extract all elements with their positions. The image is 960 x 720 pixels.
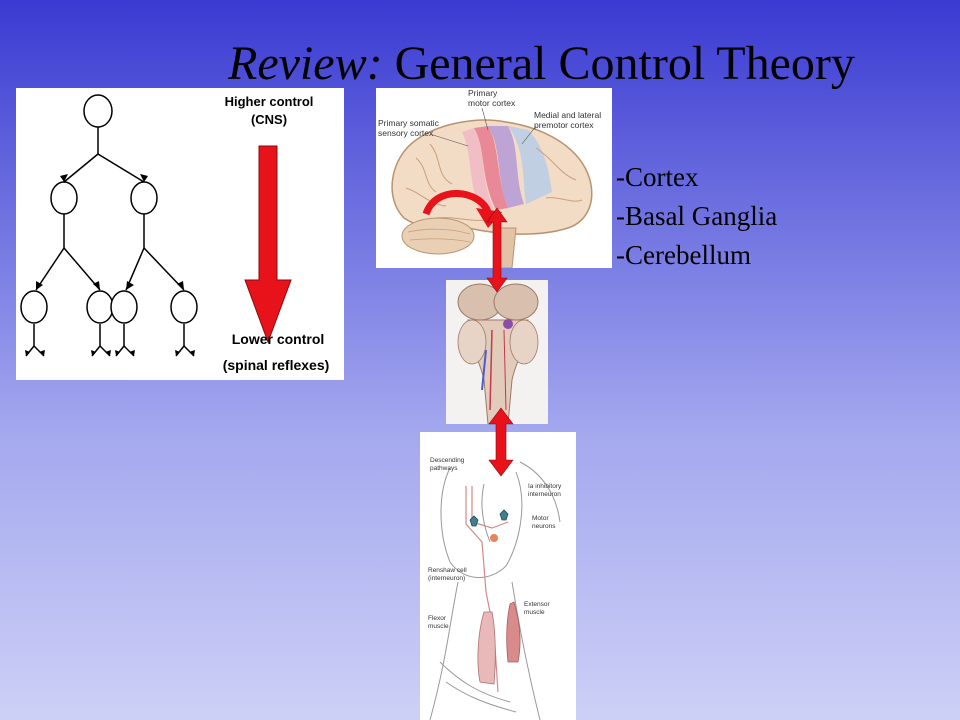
structure-list: -Cortex -Basal Ganglia -Cerebellum bbox=[616, 158, 777, 275]
brainstem-diagram bbox=[446, 280, 548, 424]
renshaw-label-1: Renshaw cell bbox=[428, 567, 467, 574]
motor-neurons-label-2: neurons bbox=[532, 523, 556, 530]
flexor-label-1: Flexor bbox=[428, 615, 447, 622]
motor-neuron-icon-2 bbox=[499, 509, 509, 521]
title-main: General Control Theory bbox=[394, 37, 855, 90]
double-arrow-icon-lower bbox=[488, 407, 514, 477]
flexor-label-2: muscle bbox=[428, 623, 449, 630]
motor-neuron-icon bbox=[469, 515, 479, 527]
tree-node-left bbox=[50, 181, 78, 215]
lower-control-label: Lower control bbox=[232, 331, 325, 347]
control-hierarchy-diagram: Higher control (CNS) Lower control (spin… bbox=[16, 88, 344, 380]
motor-neurons-label-1: Motor bbox=[532, 515, 549, 522]
double-arrow-icon-upper bbox=[486, 207, 508, 293]
descending-label-2: pathways bbox=[430, 465, 458, 472]
extensor-label-1: Extensor bbox=[524, 601, 550, 608]
sensory-cortex-label-1: Primary somatic bbox=[378, 118, 440, 128]
list-item-basal-ganglia: -Basal Ganglia bbox=[616, 201, 778, 231]
tree-leaf-4 bbox=[170, 290, 198, 324]
slide-title: Review: General Control Theory bbox=[228, 36, 948, 92]
tree-leaf-3 bbox=[110, 290, 138, 324]
renshaw-cell-icon bbox=[490, 534, 498, 542]
renshaw-label-2: (interneuron) bbox=[428, 575, 465, 582]
sensory-cortex-label-2: sensory cortex bbox=[378, 128, 434, 138]
descending-label-1: Descending bbox=[430, 457, 465, 464]
higher-control-label: Higher control bbox=[225, 94, 314, 109]
spinal-reflex-diagram: Descending pathways Ia inhibitory intern… bbox=[420, 432, 576, 720]
spinal-reflexes-label: (spinal reflexes) bbox=[223, 357, 330, 373]
premotor-cortex-label-2: premotor cortex bbox=[534, 120, 594, 130]
ia-label-1: Ia inhibitory bbox=[528, 483, 562, 490]
list-item-cortex: -Cortex bbox=[616, 162, 699, 192]
title-review: Review: bbox=[228, 37, 383, 90]
cns-label: (CNS) bbox=[251, 112, 287, 127]
motor-cortex-label-1: Primary bbox=[468, 88, 498, 98]
tree-leaf-1 bbox=[20, 290, 48, 324]
extensor-label-2: muscle bbox=[524, 609, 545, 616]
down-arrow-icon bbox=[244, 145, 292, 344]
premotor-cortex-label-1: Medial and lateral bbox=[534, 110, 601, 120]
tree-node-root bbox=[83, 94, 113, 128]
brain-cortex-diagram: Primary motor cortex Primary somatic sen… bbox=[376, 88, 612, 268]
motor-cortex-label-2: motor cortex bbox=[468, 98, 516, 108]
ia-label-2: interneuron bbox=[528, 491, 561, 498]
list-item-cerebellum: -Cerebellum bbox=[616, 240, 751, 270]
tree-node-right bbox=[130, 181, 158, 215]
